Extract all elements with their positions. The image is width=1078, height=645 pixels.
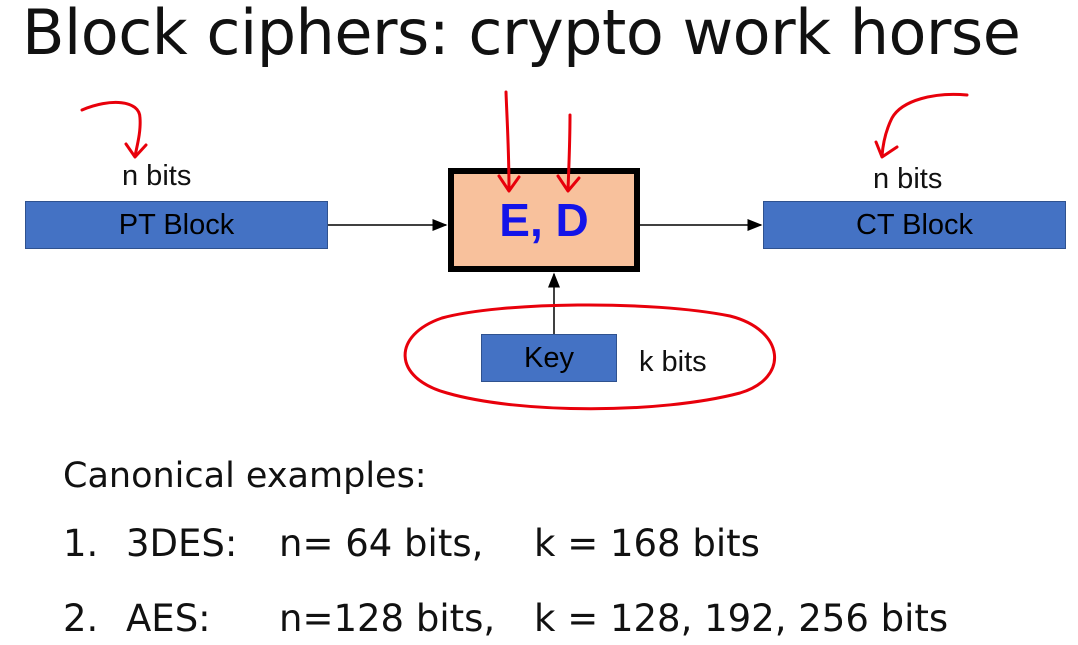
annotation-arrow-ct	[880, 92, 969, 158]
example-k: k = 168 bits	[534, 522, 760, 565]
key-block-label: Key	[524, 341, 574, 374]
examples-heading: Canonical examples:	[63, 456, 427, 496]
example-n: n= 64 bits,	[279, 522, 484, 565]
ct-block-label: CT Block	[855, 208, 974, 241]
annotation-arrow-e	[504, 90, 511, 192]
pt-block-label: PT Block	[118, 208, 235, 241]
annotation-arrow-pt	[80, 100, 142, 158]
key-block: Key	[481, 334, 617, 382]
annotation-arrow-d	[566, 113, 572, 192]
ct-block: CT Block	[763, 201, 1066, 249]
key-bits-label: k bits	[639, 346, 707, 378]
example-k: k = 128, 192, 256 bits	[534, 597, 949, 640]
example-number: 2.	[63, 597, 99, 640]
example-number: 1.	[63, 522, 99, 565]
pt-block: PT Block	[25, 201, 328, 249]
slide-title: Block ciphers: crypto work horse	[22, 0, 1021, 69]
annotation-arrowhead-ct	[874, 140, 899, 159]
example-name: 3DES:	[126, 522, 238, 565]
pt-bits-label: n bits	[122, 160, 192, 192]
example-name: AES:	[126, 597, 211, 640]
annotation-arrowhead-e	[497, 174, 521, 193]
example-n: n=128 bits,	[279, 597, 496, 640]
example-row-3des: 1. 3DES: n= 64 bits, k = 168 bits	[0, 522, 1078, 570]
ct-bits-label: n bits	[873, 163, 943, 195]
annotation-key-circle	[403, 303, 777, 411]
annotation-arrowhead-pt	[124, 142, 148, 159]
cipher-box: E, D	[448, 168, 640, 272]
annotation-arrowhead-d	[556, 174, 581, 193]
example-row-aes: 2. AES: n=128 bits, k = 128, 192, 256 bi…	[0, 597, 1078, 645]
cipher-label: E, D	[499, 194, 589, 246]
